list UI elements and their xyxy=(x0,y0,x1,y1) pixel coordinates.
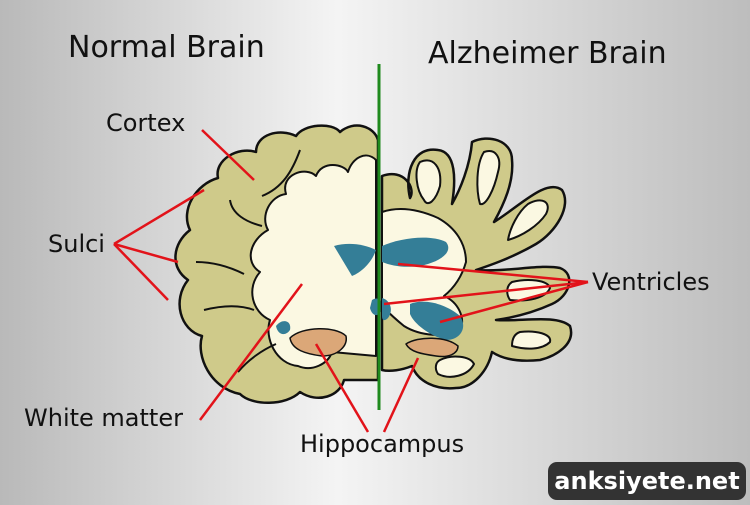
normal-sulcus-4 xyxy=(203,305,255,311)
normal-brain-title: Normal Brain xyxy=(68,30,265,65)
sulci-pointer-3 xyxy=(113,243,169,301)
pointer-lines xyxy=(113,129,589,433)
alzheimer-gray-inner-6 xyxy=(434,355,475,378)
normal-sulcus-2 xyxy=(229,199,263,227)
alzheimer-gray-inner-3 xyxy=(507,199,549,241)
normal-sulcus-3 xyxy=(195,261,245,275)
alzheimer-gray-inner-5 xyxy=(511,330,552,350)
ventricles-pointer-2 xyxy=(383,280,589,306)
alzheimer-gray-inner-1 xyxy=(415,159,442,205)
alzheimer-ventricle-2 xyxy=(410,301,464,340)
sulci-pointer-1 xyxy=(113,188,205,246)
normal-ventricle-1 xyxy=(334,243,376,276)
ventricles-pointer-1 xyxy=(397,262,589,284)
hippocampus-pointer-2 xyxy=(382,357,420,433)
alzheimer-hippocampus xyxy=(405,337,459,358)
alzheimer-ventricle-1 xyxy=(382,237,449,267)
white-matter-pointer xyxy=(199,283,303,421)
normal-ventricle-3 xyxy=(276,321,291,335)
sulci-label: Sulci xyxy=(48,230,105,258)
hippocampus-pointer-1 xyxy=(314,343,370,433)
normal-sulcus-5 xyxy=(237,343,277,373)
ventricles-label: Ventricles xyxy=(592,268,710,296)
alzheimer-gray-inner-2 xyxy=(476,150,501,206)
ventricles-pointer-3 xyxy=(439,280,589,324)
normal-brain-hemisphere xyxy=(174,124,383,404)
hippocampus-label: Hippocampus xyxy=(300,430,465,458)
cortex-label: Cortex xyxy=(106,109,186,137)
alzheimer-brain-hemisphere xyxy=(380,137,573,390)
normal-hippocampus xyxy=(289,328,347,357)
watermark-badge[interactable]: anksiyete.net xyxy=(548,462,746,500)
normal-white-matter xyxy=(249,154,377,370)
sulci-pointer-2 xyxy=(113,242,179,264)
cortex-pointer xyxy=(201,129,255,181)
alzheimer-brain-title: Alzheimer Brain xyxy=(428,36,667,71)
white-matter-label: White matter xyxy=(24,404,183,432)
normal-sulcus-1 xyxy=(261,149,301,197)
